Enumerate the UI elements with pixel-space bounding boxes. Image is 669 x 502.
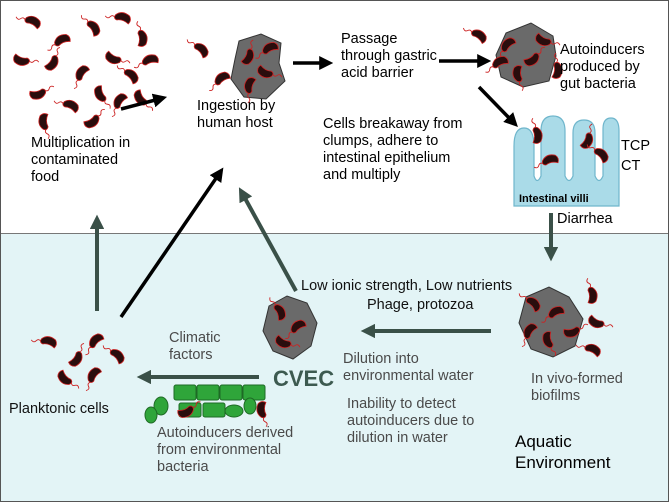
- label-tcp: TCP: [621, 138, 650, 154]
- label-dilution: Dilution into environmental water: [343, 351, 474, 384]
- bacterium: [85, 367, 102, 392]
- label-aquatic-environment: Aquatic Environment: [515, 432, 611, 472]
- bacterium: [462, 27, 487, 44]
- bacterium: [244, 77, 257, 104]
- bacterium: [531, 118, 543, 144]
- label-inability: Inability to detect autoinducers due to …: [347, 396, 475, 446]
- label-ingestion: Ingestion by human host: [197, 98, 276, 131]
- arrow-food-to-host: [120, 93, 168, 111]
- bacterium: [85, 333, 105, 356]
- bacterium: [30, 336, 57, 349]
- bacterium: [523, 46, 545, 67]
- bacterium: [80, 15, 101, 37]
- arrow-cvec-to-host: [238, 187, 298, 292]
- bacterium: [533, 154, 559, 169]
- bacterium: [136, 21, 148, 47]
- vibrio-bacteria: [13, 12, 614, 427]
- bacterium: [53, 99, 79, 114]
- label-intestinal-villi: Intestinal villi: [519, 193, 589, 205]
- bacterium: [588, 314, 614, 329]
- label-phage: Phage, protozoa: [367, 297, 474, 313]
- bacterium: [535, 32, 561, 47]
- bacterium: [29, 85, 55, 100]
- label-passage: Passage through gastric acid barrier: [341, 31, 437, 81]
- clump-cvec: [262, 295, 318, 360]
- bacterium: [521, 323, 538, 348]
- bacterium: [551, 52, 563, 79]
- bacterium: [255, 42, 279, 59]
- bacterium: [575, 343, 601, 358]
- bacterium: [186, 39, 209, 59]
- bacterium: [116, 65, 139, 85]
- bacterium: [177, 401, 201, 418]
- label-breakaway: Cells breakaway from clumps, adhere to i…: [323, 116, 463, 183]
- bacterium: [73, 65, 90, 90]
- bacterium: [579, 123, 594, 149]
- bacterium: [44, 46, 61, 71]
- bacterium: [518, 293, 541, 313]
- bacterium: [209, 71, 231, 92]
- bacterium: [285, 319, 307, 340]
- bacterium: [13, 53, 40, 66]
- bacterium: [586, 278, 598, 304]
- label-ct: CT: [621, 158, 641, 174]
- bacterium: [47, 34, 71, 51]
- label-low-ionic: Low ionic strength, Low nutrients: [301, 278, 513, 294]
- bacterium: [105, 50, 131, 65]
- bacterium: [541, 306, 565, 323]
- label-cvec: CVEC: [273, 366, 335, 391]
- label-climatic-factors: Climatic factors: [169, 330, 221, 363]
- environmental-bacteria: [144, 384, 266, 424]
- label-autoinducers-gut: Autoinducers produced by gut bacteria: [560, 42, 645, 92]
- bacterium: [269, 297, 286, 321]
- bacterium: [102, 345, 125, 365]
- label-multiplication: Multiplication in contaminated food: [31, 135, 131, 185]
- label-planktonic-cells: Planktonic cells: [9, 401, 109, 417]
- bacterium: [15, 15, 41, 30]
- bacterium: [485, 56, 509, 73]
- bacterium: [111, 93, 128, 118]
- arrow-planktonic-to-host: [119, 167, 224, 318]
- bacterium: [256, 401, 268, 427]
- label-in-vivo-biofilms: In vivo-formed biofilms: [531, 371, 623, 404]
- bacterium: [83, 108, 105, 129]
- bacterium: [104, 12, 131, 25]
- aquatic-environment-region: [1, 233, 668, 501]
- label-diarrhea: Diarrhea: [557, 211, 613, 227]
- bacterium: [586, 144, 609, 164]
- bacterium: [38, 113, 50, 139]
- bacterium: [275, 334, 301, 349]
- bacterium: [257, 64, 283, 79]
- bacterium: [94, 85, 111, 109]
- clump-autoinducers: [495, 22, 557, 88]
- bacterium: [542, 331, 557, 357]
- bacterium: [68, 342, 85, 367]
- arrow-to-villi: [477, 85, 518, 128]
- bacterium: [240, 39, 255, 65]
- bacterium: [512, 65, 524, 91]
- bacterium: [133, 54, 159, 69]
- bacterium: [563, 323, 589, 338]
- bacterium: [57, 369, 80, 389]
- clump-ingestion: [230, 33, 286, 100]
- label-autoinducers-env: Autoinducers derived from environmental …: [157, 425, 294, 475]
